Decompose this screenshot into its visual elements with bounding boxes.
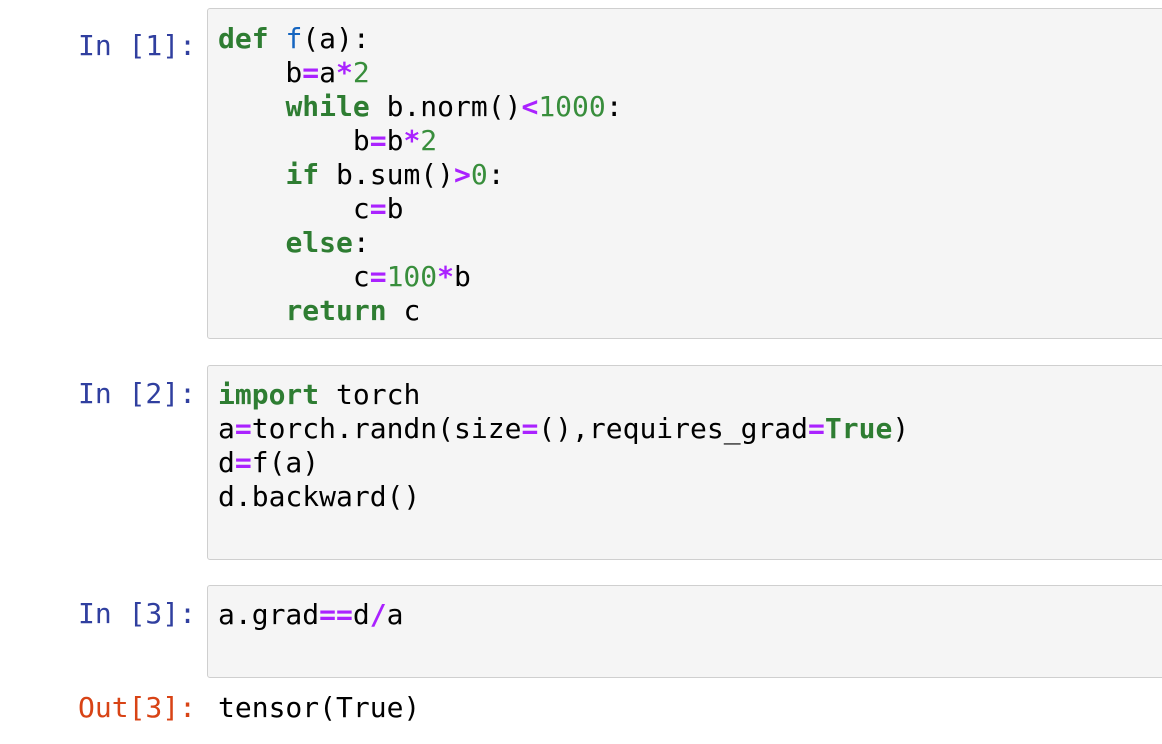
input-prompt-3: In [3]: xyxy=(78,597,197,630)
code-token: : xyxy=(605,90,623,123)
code-editor-1[interactable]: def f(a): b=a*2 while b.norm()<1000: b=b… xyxy=(207,8,1162,339)
code-token: b xyxy=(218,124,370,157)
code-token: b.sum() xyxy=(319,158,455,191)
code-line: d=f(a) xyxy=(218,446,909,480)
keyword-token: while xyxy=(285,90,370,123)
code-token: d.backward() xyxy=(218,480,421,513)
code-token: torch.randn(size xyxy=(251,412,522,445)
operator-token: = xyxy=(234,412,252,445)
code-token xyxy=(269,22,286,55)
code-token: d xyxy=(218,446,235,479)
operator-token: = xyxy=(234,446,252,479)
operator-token: = xyxy=(521,412,539,445)
code-token: ) xyxy=(892,412,910,445)
keyword-token: else xyxy=(285,226,353,259)
code-token xyxy=(218,90,285,123)
code-token: torch xyxy=(319,378,421,411)
code-token: c xyxy=(218,192,370,225)
code-token: : xyxy=(352,226,370,259)
output-prompt-3: Out[3]: xyxy=(78,691,197,724)
code-token: d xyxy=(352,598,370,631)
code-line: c=100*b xyxy=(218,260,623,294)
operator-token: < xyxy=(521,90,539,123)
operator-token: = xyxy=(808,412,825,445)
number-token: 2 xyxy=(352,56,370,89)
code-token: b.norm() xyxy=(369,90,522,123)
number-token: 2 xyxy=(420,124,438,157)
code-line: while b.norm()<1000: xyxy=(218,90,623,124)
operator-token: = xyxy=(369,260,387,293)
code-token: a.grad xyxy=(218,598,320,631)
code-token: b xyxy=(386,192,404,225)
code-line: d.backward() xyxy=(218,480,909,514)
code-editor-3[interactable]: a.grad==d/a xyxy=(207,585,1162,678)
code-line: b=b*2 xyxy=(218,124,623,158)
code-token: c xyxy=(218,260,370,293)
number-token: 100 xyxy=(386,260,438,293)
operator-token: = xyxy=(302,56,320,89)
code-token xyxy=(218,226,285,259)
code-token: f(a) xyxy=(251,446,320,479)
code-token: c xyxy=(386,294,421,327)
code-line: b=a*2 xyxy=(218,56,623,90)
code-line: return c xyxy=(218,294,623,328)
output-text-3: tensor(True) xyxy=(218,691,421,724)
operator-token: == xyxy=(319,598,353,631)
operator-token: = xyxy=(369,124,387,157)
keyword-token: return xyxy=(285,294,387,327)
code-line: a.grad==d/a xyxy=(218,598,403,632)
code-line: c=b xyxy=(218,192,623,226)
code-line: def f(a): xyxy=(218,22,623,56)
keyword-token: True xyxy=(824,412,893,445)
number-token: 0 xyxy=(470,158,488,191)
code-token: b xyxy=(386,124,404,157)
code-line: else: xyxy=(218,226,623,260)
operator-token: * xyxy=(437,260,455,293)
code-token: : xyxy=(487,158,505,191)
operator-token: / xyxy=(369,598,387,631)
code-text-3: a.grad==d/a xyxy=(218,598,403,632)
code-token xyxy=(218,158,285,191)
code-token xyxy=(218,294,285,327)
code-token: (a): xyxy=(302,22,370,55)
code-token: a xyxy=(386,598,404,631)
keyword-token: def xyxy=(218,22,269,55)
code-line: if b.sum()>0: xyxy=(218,158,623,192)
code-line: a=torch.randn(size=(),requires_grad=True… xyxy=(218,412,909,446)
keyword-token: if xyxy=(285,158,320,191)
function-name-token: f xyxy=(285,22,303,55)
code-token: a xyxy=(218,412,235,445)
number-token: 1000 xyxy=(538,90,606,123)
code-token: b xyxy=(218,56,303,89)
input-prompt-1: In [1]: xyxy=(78,29,197,62)
operator-token: * xyxy=(336,56,353,89)
code-text-1: def f(a): b=a*2 while b.norm()<1000: b=b… xyxy=(218,22,623,328)
keyword-token: import xyxy=(218,378,320,411)
code-line: import torch xyxy=(218,378,909,412)
code-token: (),requires_grad xyxy=(538,412,809,445)
input-prompt-2: In [2]: xyxy=(78,377,197,410)
code-token: a xyxy=(319,56,337,89)
operator-token: * xyxy=(403,124,421,157)
code-token: b xyxy=(454,260,471,293)
operator-token: = xyxy=(369,192,387,225)
operator-token: > xyxy=(454,158,471,191)
